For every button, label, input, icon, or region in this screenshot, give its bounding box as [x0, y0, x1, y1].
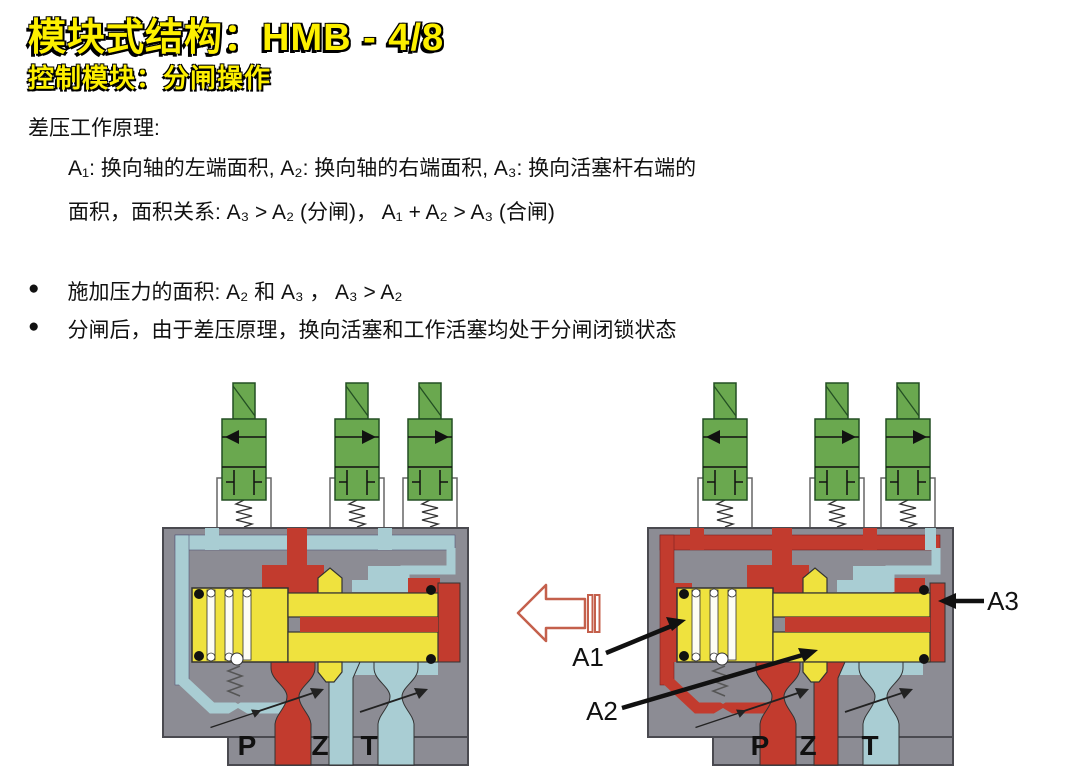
port-label-Z: Z	[799, 730, 816, 761]
bullet-item-1: ● 施加压力的面积: A₂ 和 A₃ ， A₃ > A₂	[28, 276, 403, 306]
bullet-dot: ●	[28, 316, 40, 337]
seal-dot	[194, 589, 204, 599]
hydraulic-diagram: P Z T	[162, 382, 1019, 766]
pressure-channel	[659, 528, 941, 714]
seal-dot	[194, 651, 204, 661]
bullet-text-1: 施加压力的面积: A₂ 和 A₃ ， A₃ > A₂	[67, 281, 403, 304]
check-ball	[715, 652, 729, 666]
page-title: 模块式结构：HMB - 4/8	[28, 17, 445, 59]
solenoid-valve-icon	[402, 382, 458, 529]
restrictor-pinch	[228, 708, 248, 714]
seal-dot	[679, 589, 689, 599]
seal-dot	[426, 585, 436, 595]
label-A3: A3	[987, 586, 1019, 616]
seal-dot	[426, 654, 436, 664]
annotation-A3: A3	[938, 586, 1019, 616]
hollow-left-arrow-icon	[516, 583, 601, 643]
left-valve-block-diagram: P Z T	[162, 382, 469, 766]
port-label-P: P	[751, 730, 770, 761]
bullet-text-2: 分闸后，由于差压原理，换向活塞和工作活塞均处于分闸闭锁状态	[67, 319, 677, 342]
annotation-A1: A1	[572, 617, 686, 672]
pressure-channel	[262, 528, 440, 593]
annotation-A2: A2	[586, 648, 818, 726]
port-label-T: T	[861, 730, 878, 761]
principle-line-1: A₁: 换向轴的左端面积, A₂: 换向轴的右端面积, A₃: 换向活塞杆右端的	[68, 157, 697, 180]
label-A2: A2	[586, 696, 618, 726]
pointer-arrow	[621, 651, 807, 711]
restrictor-pinch	[713, 698, 733, 704]
restrictor-pinch	[713, 708, 733, 714]
seal-dot	[679, 651, 689, 661]
solenoid-valve-icon	[697, 382, 753, 529]
solenoid-valve-icon	[329, 382, 385, 529]
right-valve-block-diagram: P Z T	[647, 382, 954, 766]
port-label-P: P	[238, 730, 257, 761]
seal-dot	[919, 585, 929, 595]
principle-heading: 差压工作原理:	[28, 117, 160, 140]
bullet-item-2: ● 分闸后，由于差压原理，换向活塞和工作活塞均处于分闸闭锁状态	[28, 314, 676, 344]
solenoid-valve-icon	[880, 382, 936, 529]
seal-dot	[919, 654, 929, 664]
bullet-dot: ●	[28, 278, 40, 299]
pointer-arrow	[605, 622, 675, 656]
principle-line-2: 面积，面积关系: A₃ > A₂ (分闸)， A₁ + A₂ > A₃ (合闸)	[68, 201, 555, 224]
port-label-T: T	[360, 730, 377, 761]
label-A1: A1	[572, 642, 604, 672]
working-piston-spool	[191, 567, 461, 683]
restrictor-pinch	[228, 698, 248, 704]
solenoid-valve-icon	[809, 382, 865, 529]
page-subtitle: 控制模块：分闸操作	[28, 63, 272, 93]
solenoid-valve-icon	[216, 382, 272, 529]
check-ball	[230, 652, 244, 666]
port-label-Z: Z	[311, 730, 328, 761]
